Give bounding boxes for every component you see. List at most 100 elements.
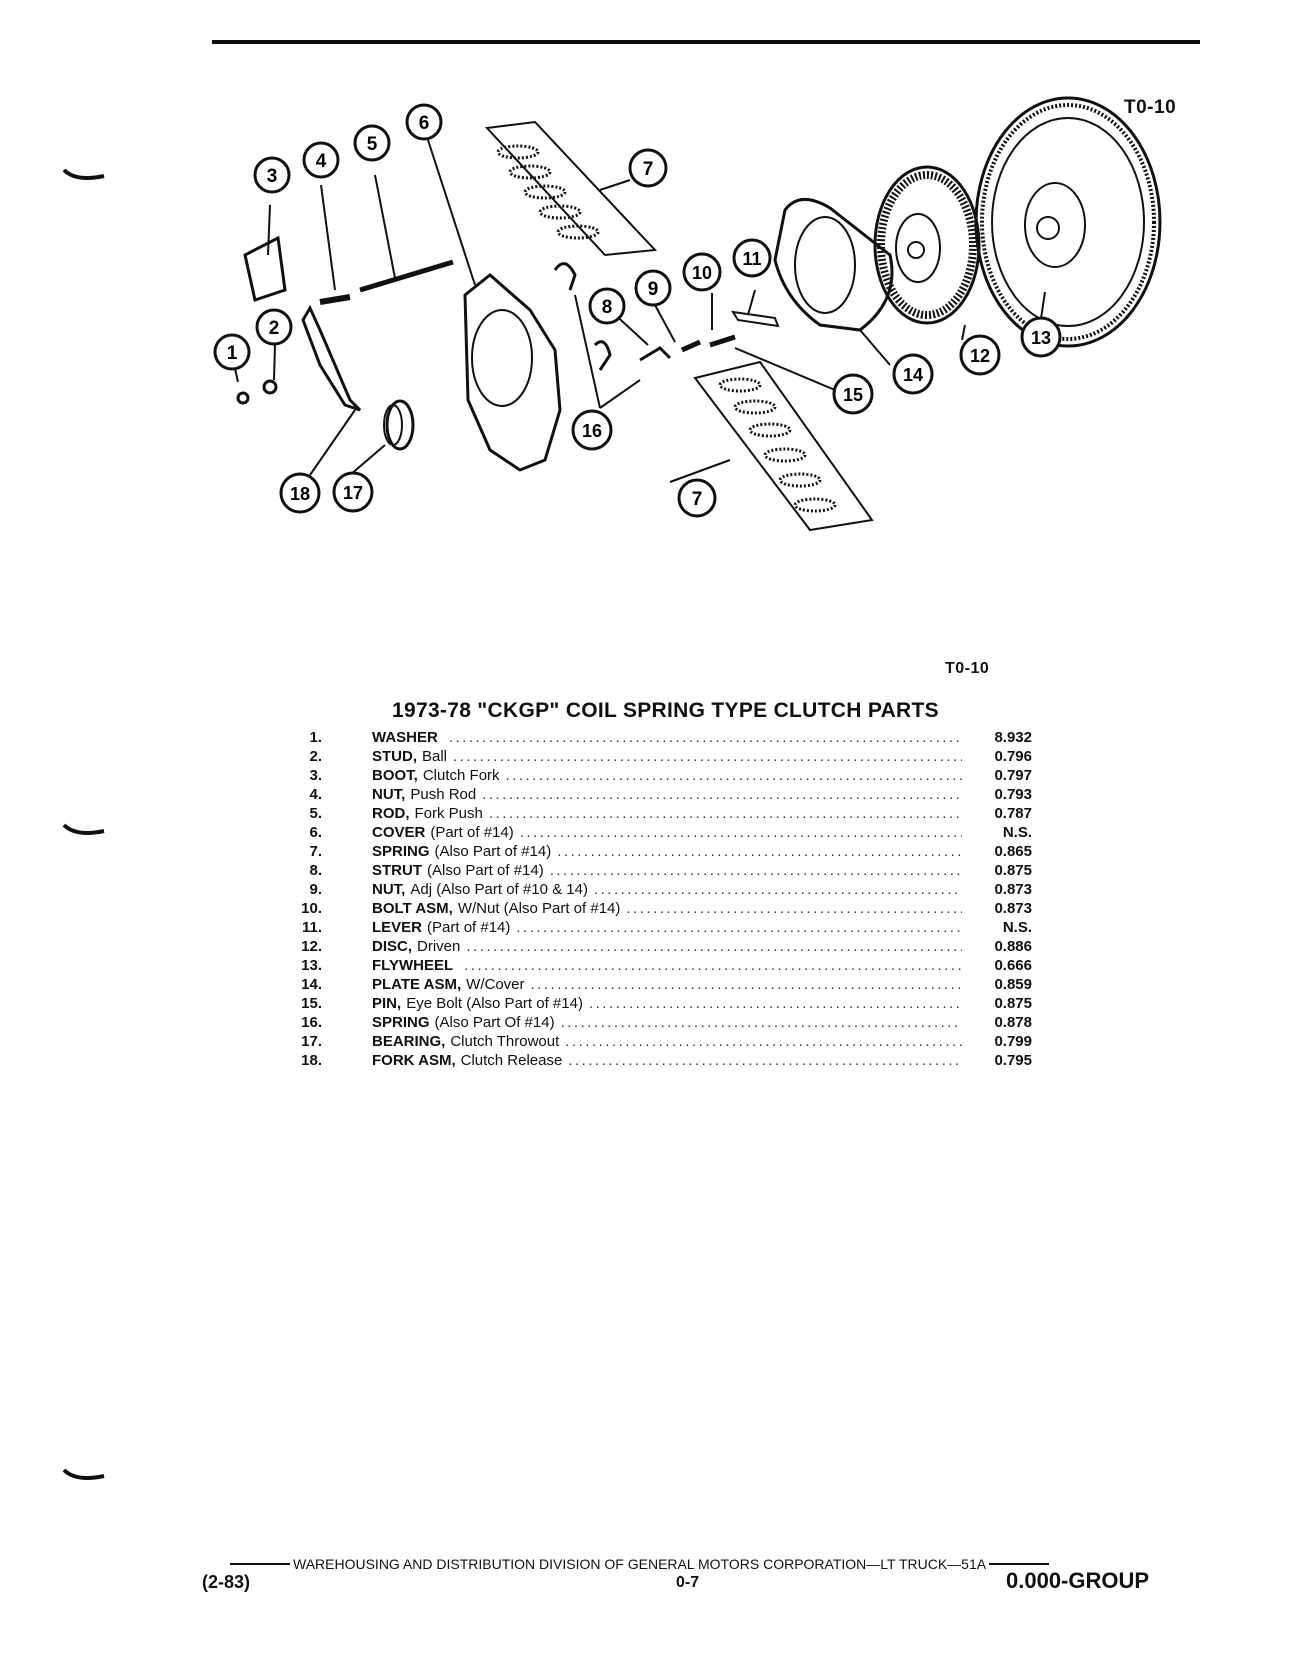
part-name: SPRING [372,1014,430,1031]
leader-dots: ........................................… [448,729,962,746]
rod-drawing [359,259,454,293]
leader-dots: ........................................… [549,862,962,879]
leader-dots: ........................................… [530,976,962,993]
callout-label: 8 [602,297,613,318]
spring-clip-drawing [553,262,577,291]
spring-clip-2-drawing [593,340,612,371]
part-description: Ball [422,748,448,765]
part-name: BOLT ASM, [372,900,453,917]
list-item: 5.ROD,Fork Push.........................… [292,804,1082,823]
part-name: DISC, [372,938,413,955]
part-description: (Part of #14) [427,919,511,936]
part-description: (Also Part Of #14) [434,1014,555,1031]
callout-18: 18 [279,472,321,514]
bolt-drawing [709,334,736,348]
callout-label: 7 [643,159,654,180]
part-number: 14. [301,976,322,993]
list-item: 15.PIN,Eye Bolt (Also Part of #14)......… [292,994,1082,1013]
part-number: 16. [301,1014,322,1031]
callout-4: 4 [302,141,340,179]
group-label: 0.000-GROUP [1006,1568,1150,1593]
part-description: Clutch Fork [422,767,500,784]
callout-label: 18 [290,484,310,504]
part-name: SPRING [372,843,430,860]
part-group-number: 0.666 [994,957,1032,974]
part-description: Push Rod [410,786,477,803]
part-description: W/Nut (Also Part of #14) [457,900,621,917]
list-item: 3.BOOT,Clutch Fork......................… [292,766,1082,785]
callout-label: 1 [227,343,238,364]
callout-12: 12 [959,334,1001,376]
part-name: PLATE ASM, [372,976,462,993]
callout-8: 8 [588,287,626,325]
spring-pack-top [484,120,658,257]
binder-hole-mark-top [62,168,105,180]
binder-hole-mark-middle [62,823,105,835]
leader-dots: ........................................… [565,1033,962,1050]
part-description: (Part of #14) [430,824,514,841]
list-item: 11. LEVER(Part of #14)...................… [292,918,1082,937]
callout-label: 14 [903,365,923,385]
clutch-disc-drawing [873,165,981,325]
figure-code-top: T0-10 [1124,97,1177,118]
callout-label: 3 [267,166,278,187]
part-name: LEVER [372,919,423,936]
part-name: BOOT, [372,767,418,784]
list-item: 8.STRUT(Also Part of #14)...............… [292,861,1082,880]
callout-10: 10 [682,252,722,292]
leader-dots: ........................................… [488,805,962,822]
leader-dots: ........................................… [560,1014,962,1031]
part-group-number: 0.799 [994,1033,1032,1050]
callout-11: 11 [732,238,772,278]
part-name: COVER [372,824,426,841]
callout-13: 13 [1020,316,1062,358]
list-item: 18.FORK ASM,Clutch Release..............… [292,1051,1082,1070]
callout-14: 14 [892,353,934,395]
callout-label: 15 [843,385,863,405]
part-number: 15. [301,995,322,1012]
list-item: 1.WASHER................................… [292,728,1082,747]
part-group-number: 0.886 [994,938,1032,955]
part-number: 8. [309,862,322,879]
list-item: 4.NUT,Push Rod..........................… [292,785,1082,804]
exploded-clutch-diagram: 1 2 3 4 5 6 7 7 8 9 10 11 12 13 14 15 16… [213,96,1162,532]
callout-label: 13 [1031,328,1051,348]
leader-dots: ........................................… [568,1052,962,1069]
part-group-number: 0.873 [994,900,1032,917]
part-description: (Also Part of #14) [434,843,552,860]
part-name: NUT, [372,881,406,898]
part-name: PIN, [372,995,402,1012]
callout-label: 10 [692,263,712,283]
fork-drawing [301,304,362,412]
part-name: STUD, [372,748,417,765]
list-item: 2.STUD,Ball.............................… [292,747,1082,766]
part-number: 11. [301,919,322,936]
part-description: Adj (Also Part of #10 & 14) [410,881,588,898]
callout-7-bottom: 7 [677,478,717,518]
list-item: 7.SPRING(Also Part of #14)..............… [292,842,1082,861]
part-group-number: 0.797 [994,767,1032,784]
boot-drawing [243,235,287,302]
leader-dots: ........................................… [453,748,962,765]
callout-label: 4 [316,151,327,172]
part-group-number: 0.873 [994,881,1032,898]
callout-6: 6 [405,103,443,141]
binder-hole-mark-bottom [62,1468,105,1480]
part-name: ROD, [372,805,410,822]
cover-drawing [463,273,562,472]
footer-rule-right [989,1563,1050,1565]
callout-9: 9 [634,269,672,307]
part-number: 9. [309,881,322,898]
list-item: 6.COVER(Part of #14)....................… [292,823,1082,842]
part-number: 7. [309,843,322,860]
callout-group: 1 2 3 4 5 6 7 7 8 9 10 11 12 13 14 15 16… [213,103,1062,518]
list-item: 13.FLYWHEEL.............................… [292,956,1082,975]
stud-drawing [262,379,278,395]
adj-nut-drawing [680,339,702,353]
page-number: 0-7 [676,1574,700,1591]
list-item: 10.BOLT ASM,W/Nut (Also Part of #14)....… [292,899,1082,918]
part-description: W/Cover [466,976,525,993]
leader-dots: ........................................… [519,824,962,841]
leader-dots: ........................................… [516,919,962,936]
part-name: FLYWHEEL [372,957,454,974]
